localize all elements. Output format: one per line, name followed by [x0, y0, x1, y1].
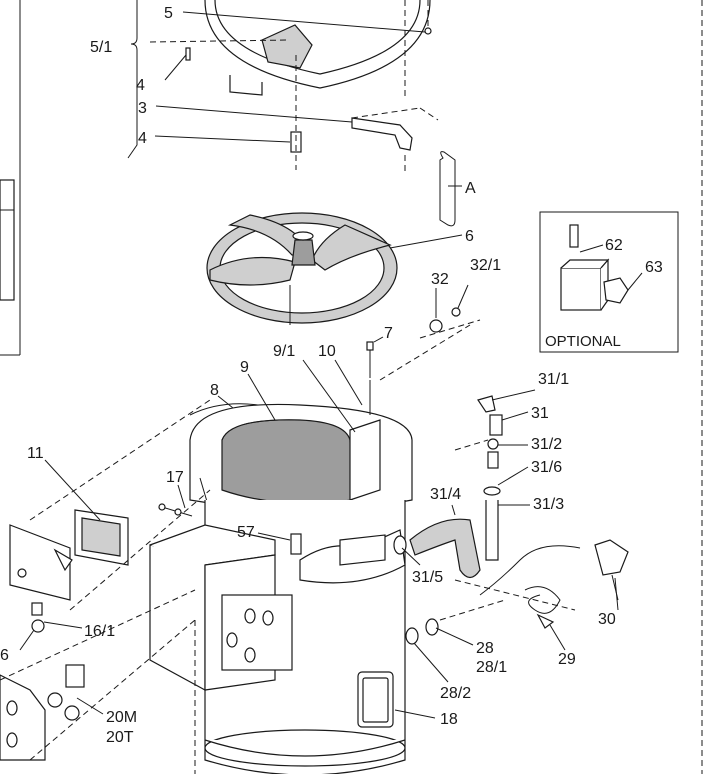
housing-part-18	[149, 500, 406, 774]
optional-inset-box	[539, 211, 679, 353]
label-16: 6	[0, 647, 9, 664]
impeller-disc-part-6	[206, 212, 398, 325]
label-4-bottom: 4	[138, 130, 147, 147]
label-8: 8	[210, 382, 219, 399]
label-31: 31	[531, 405, 549, 422]
lid-part-5	[149, 0, 432, 100]
fitting-part-57	[290, 533, 302, 555]
parts-20	[0, 589, 196, 774]
label-31-6: 31/6	[531, 459, 562, 476]
label-6: 6	[465, 228, 474, 245]
label-63: 63	[645, 259, 663, 276]
cable-part-30	[479, 539, 629, 601]
label-31-1: 31/1	[538, 371, 569, 388]
leader-lines	[19, 11, 619, 719]
label-10: 10	[318, 343, 336, 360]
screws-part-17	[158, 503, 193, 517]
label-optional: OPTIONAL	[545, 333, 621, 350]
parts-32	[419, 307, 481, 339]
label-28: 28	[476, 640, 494, 657]
label-16-1: 16/1	[84, 623, 115, 640]
label-5-1: 5/1	[90, 39, 112, 56]
label-17: 17	[166, 469, 184, 486]
label-3: 3	[138, 100, 147, 117]
label-29: 29	[558, 651, 576, 668]
label-9: 9	[240, 359, 249, 376]
door-part-16	[9, 524, 73, 633]
label-31-4: 31/4	[430, 486, 461, 503]
left-inset-panel	[0, 0, 21, 356]
label-62: 62	[605, 237, 623, 254]
label-18: 18	[440, 711, 458, 728]
label-20m: 20M	[106, 709, 137, 726]
screw-part-7	[366, 324, 471, 381]
label-57: 57	[237, 524, 255, 541]
label-5: 5	[164, 5, 173, 22]
label-31-5: 31/5	[412, 569, 443, 586]
bracket-part-3	[351, 107, 439, 175]
label-32-1: 32/1	[470, 257, 501, 274]
basket-part-9	[189, 380, 413, 511]
label-7: 7	[384, 325, 393, 342]
label-32: 32	[431, 271, 449, 288]
rim-part-8	[189, 403, 259, 416]
label-30: 30	[598, 611, 616, 628]
label-31-3: 31/3	[533, 496, 564, 513]
fittings-part-31	[454, 395, 503, 561]
label-31-2: 31/2	[531, 436, 562, 453]
bracket-5-1	[127, 0, 138, 159]
parts-28	[405, 599, 506, 645]
panel-part-11	[29, 399, 211, 611]
label-28-1: 28/1	[476, 659, 507, 676]
label-a: A	[465, 180, 476, 197]
hook-part-a	[439, 151, 456, 227]
label-28-2: 28/2	[440, 685, 471, 702]
label-20t: 20T	[106, 729, 134, 746]
cable-part-29	[454, 579, 576, 629]
label-4-top: 4	[136, 77, 145, 94]
label-9-1: 9/1	[273, 343, 295, 360]
label-11: 11	[27, 445, 44, 462]
spacer-part-4	[185, 47, 302, 170]
